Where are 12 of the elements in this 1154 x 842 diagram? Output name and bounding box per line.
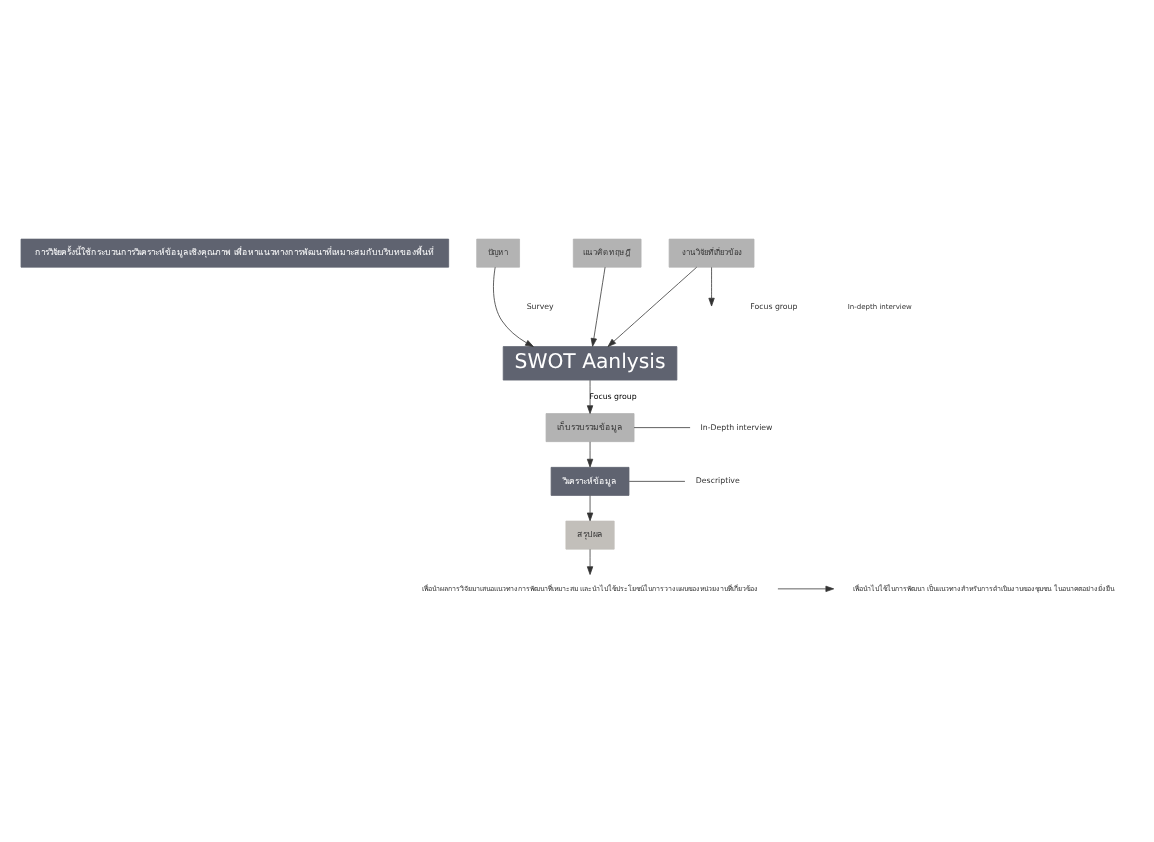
arrow [586,548,594,575]
connector [633,427,691,428]
arrow [586,441,594,468]
arrow [590,266,606,347]
arrow [493,266,534,347]
connector [628,481,686,482]
arrow [586,379,594,414]
node-box: SWOT Aanlysis [502,346,678,381]
arrow [586,495,594,522]
arrow [777,585,835,592]
arrow [708,266,715,307]
arrow [607,266,698,347]
